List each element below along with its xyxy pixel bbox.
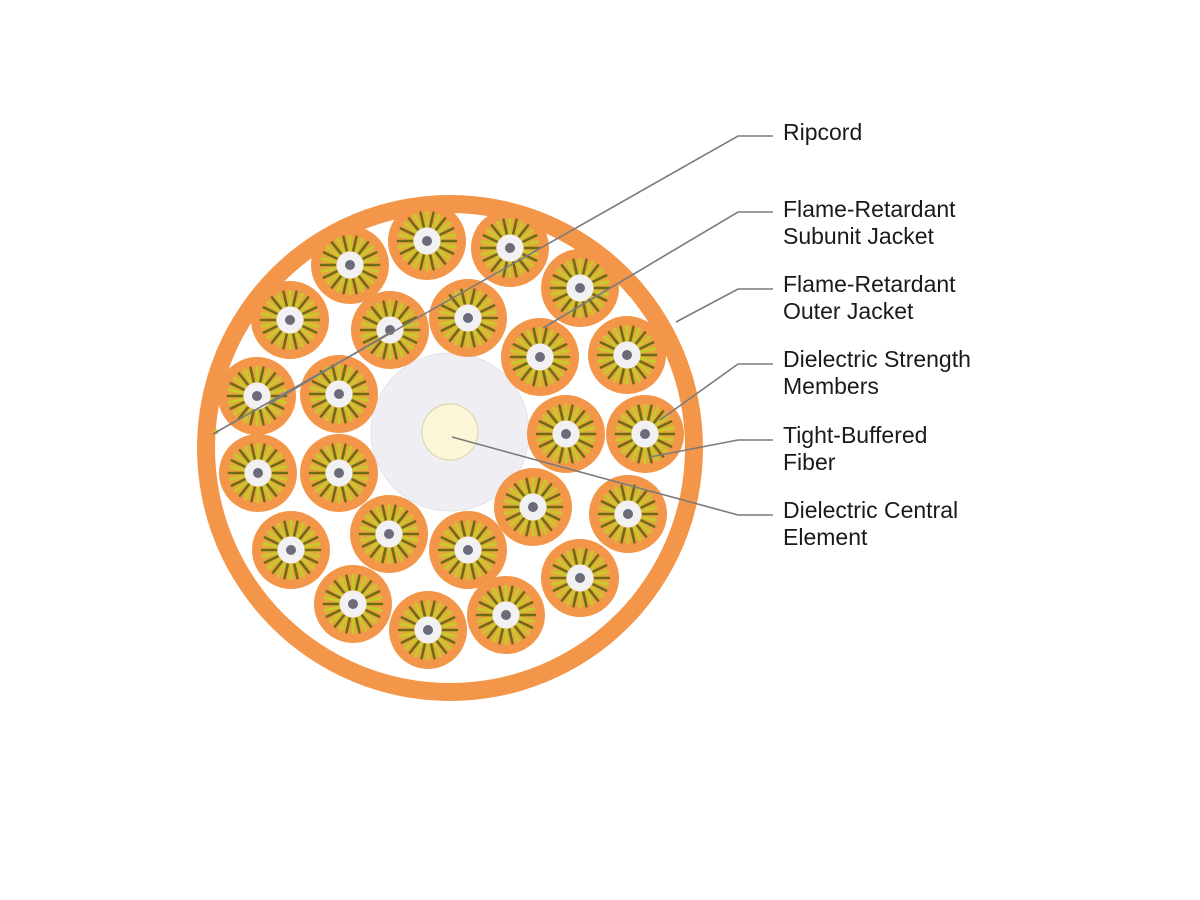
subunit-14 <box>217 432 299 514</box>
subunit-4 <box>539 247 621 329</box>
label-strength-members: Dielectric Strength Members <box>783 346 971 399</box>
subunit-2 <box>309 224 391 306</box>
leader-strength-members <box>659 363 773 421</box>
subunit-5 <box>249 279 331 361</box>
subunit-18 <box>348 493 430 575</box>
label-central-element: Dielectric Central Element <box>783 497 959 550</box>
subunit-6 <box>349 289 431 371</box>
leader-tight-buffered-fiber <box>649 439 773 458</box>
subunit-24 <box>465 574 547 656</box>
leader-subunit-jacket <box>542 211 773 329</box>
label-ripcord: Ripcord <box>783 119 863 145</box>
leader-outer-jacket <box>675 288 773 323</box>
subunit-13 <box>604 393 686 475</box>
subunit-17 <box>587 473 669 555</box>
label-tight-buffered-fiber: Tight-Buffered Fiber <box>783 422 928 475</box>
subunit-23 <box>387 589 469 671</box>
subunit-9 <box>586 314 668 396</box>
subunit-8 <box>499 316 581 398</box>
leader-central-element <box>451 436 773 516</box>
subunit-22 <box>539 537 621 619</box>
subunit-3 <box>469 207 551 289</box>
central-element-core <box>421 403 479 461</box>
subunit-15 <box>298 432 380 514</box>
leader-ripcord-segment <box>268 331 392 405</box>
subunit-21 <box>312 563 394 645</box>
subunit-11 <box>298 353 380 435</box>
subunit-20 <box>250 509 332 591</box>
label-subunit-jacket: Flame-Retardant Subunit Jacket <box>783 196 956 249</box>
label-outer-jacket: Flame-Retardant Outer Jacket <box>783 271 956 324</box>
subunit-19 <box>427 509 509 591</box>
subunit-10 <box>216 355 298 437</box>
subunit-1 <box>386 200 468 282</box>
leader-lines <box>212 135 773 516</box>
subunit-16 <box>492 466 574 548</box>
subunit-7 <box>427 277 509 359</box>
